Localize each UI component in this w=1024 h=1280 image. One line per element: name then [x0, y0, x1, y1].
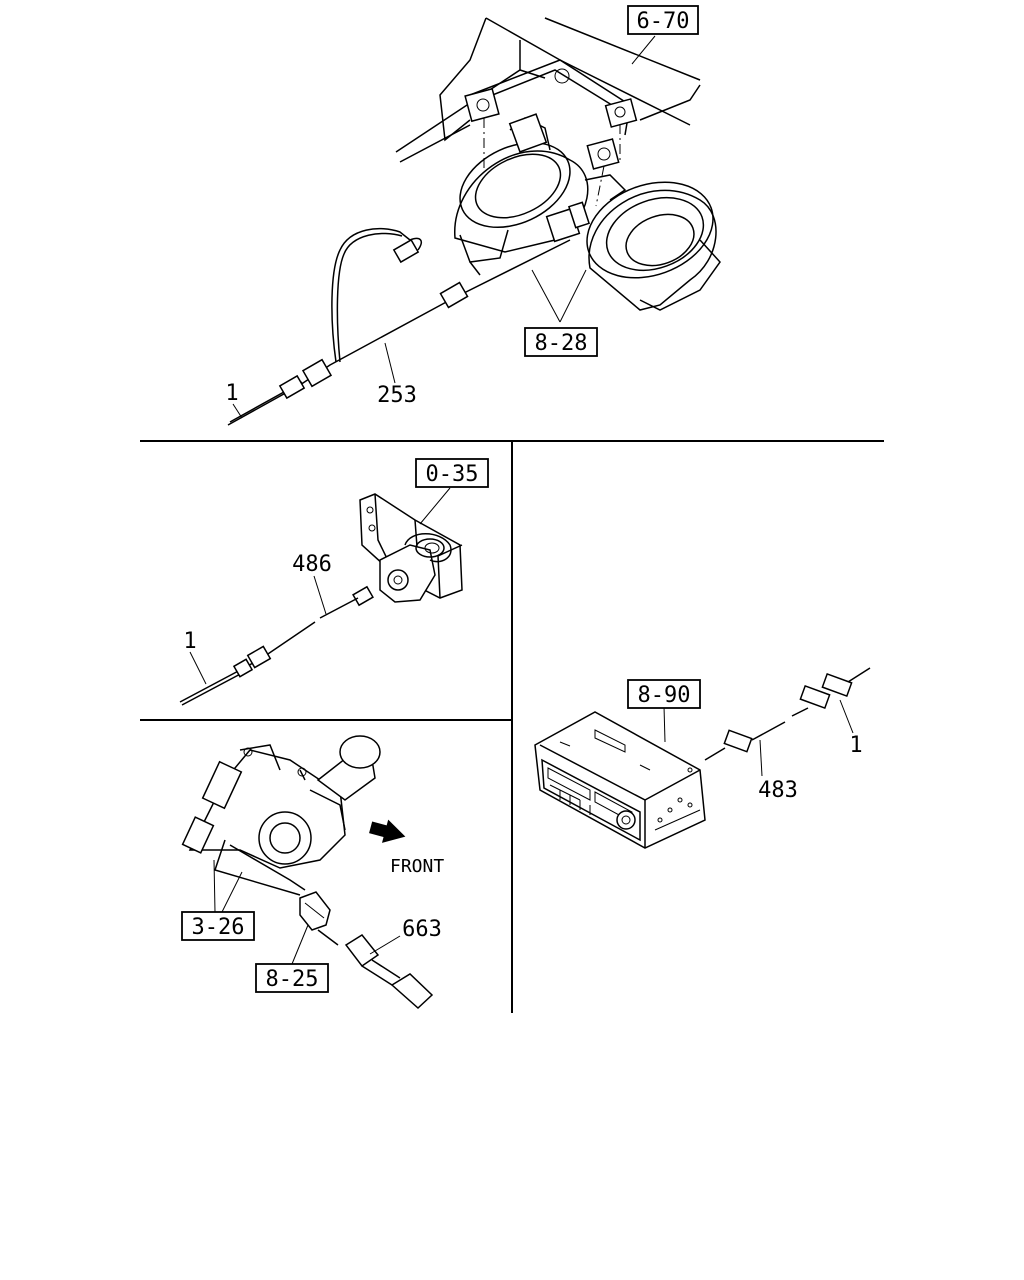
callout-8-28: 8-28 — [524, 327, 598, 357]
part-label-486: 486 — [292, 552, 332, 577]
leader-8-28-a — [531, 269, 561, 323]
leader-483 — [759, 739, 763, 777]
ref-label-8-28: 8-28 — [535, 331, 588, 356]
pressure-switch-drawing — [181, 735, 434, 1010]
leader-1-right — [839, 699, 854, 734]
leader-3-26-b — [221, 871, 243, 913]
callout-3-26: 3-26 — [181, 911, 255, 941]
part-label-663: 663 — [402, 917, 442, 942]
callout-8-90: 8-90 — [627, 679, 701, 709]
part-label-483: 483 — [758, 778, 798, 803]
leader-0-35 — [419, 487, 451, 525]
callout-6-70: 6-70 — [627, 5, 699, 35]
ref-label-3-26: 3-26 — [192, 915, 245, 940]
leader-6-70 — [631, 35, 656, 65]
panel-dividers — [140, 440, 884, 1013]
leader-8-25 — [291, 924, 309, 965]
horn-assembly-drawing — [227, 17, 721, 426]
leader-486 — [313, 575, 327, 615]
leader-253 — [384, 342, 396, 384]
front-label: FRONT — [390, 856, 444, 877]
part-label-253: 253 — [377, 383, 417, 408]
leader-3-26-a — [213, 859, 216, 913]
radio-unit-drawing — [534, 667, 871, 849]
ref-label-8-25: 8-25 — [266, 967, 319, 992]
front-arrow-icon — [369, 819, 406, 843]
part-label-1-top: 1 — [225, 381, 238, 406]
ref-label-0-35: 0-35 — [426, 462, 479, 487]
leader-663 — [369, 935, 401, 955]
callout-0-35: 0-35 — [415, 458, 489, 488]
leader-1-top — [232, 403, 243, 419]
leader-1-mid — [189, 651, 207, 685]
ref-label-8-90: 8-90 — [638, 683, 691, 708]
leader-8-90 — [663, 705, 666, 743]
leader-8-28-b — [559, 269, 587, 323]
part-label-1-right: 1 — [849, 733, 862, 758]
part-label-1-mid: 1 — [183, 629, 196, 654]
ref-label-6-70: 6-70 — [637, 9, 690, 34]
callout-8-25: 8-25 — [255, 963, 329, 993]
switch-bracket-drawing — [179, 487, 463, 706]
